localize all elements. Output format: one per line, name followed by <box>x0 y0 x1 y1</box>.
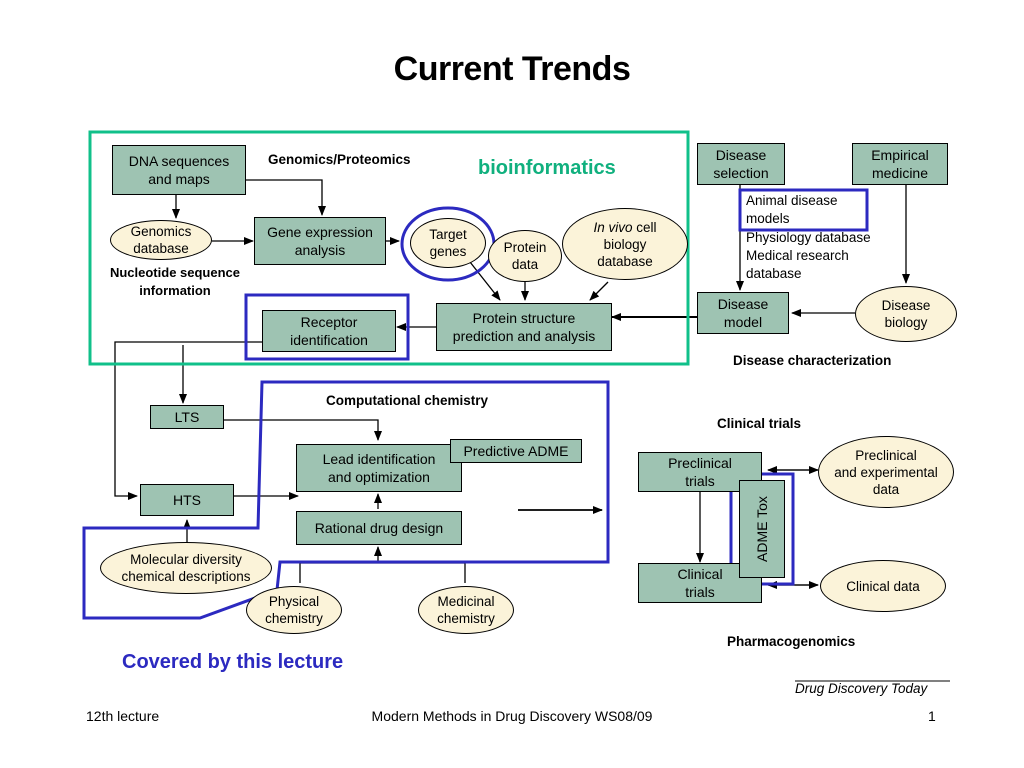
databases-text: Physiology database Medical research dat… <box>746 230 871 281</box>
heading-disease-characterization: Disease characterization <box>733 353 892 368</box>
molecular-diversity-ellipse: Molecular diversity chemical description… <box>100 542 272 594</box>
heading-genomics: Genomics/Proteomics <box>268 152 411 167</box>
heading-clinical-trials: Clinical trials <box>717 416 802 431</box>
physical-chemistry-ellipse: Physical chemistry <box>246 586 342 634</box>
empirical-medicine-box: Empirical medicine <box>852 143 948 185</box>
genomics-database-ellipse: Genomics database <box>110 220 212 260</box>
preclinical-trials-box: Preclinical trials <box>638 452 762 492</box>
adme-tox-label: ADME Tox <box>754 496 770 562</box>
covered-label: Covered by this lecture <box>122 651 344 673</box>
receptor-identification-box: Receptor identification <box>262 310 396 352</box>
disease-model-box: Disease model <box>697 292 789 334</box>
nucleotide-text: Nucleotide sequence information <box>109 265 241 298</box>
footer-page-number: 1 <box>928 708 936 724</box>
in-vivo-database-ellipse: In vivo cell biology database <box>562 208 688 280</box>
footer-course: Modern Methods in Drug Discovery WS08/09 <box>371 708 653 724</box>
disease-selection-box: Disease selection <box>697 143 785 185</box>
target-genes-ellipse: Target genes <box>410 218 486 268</box>
footer-lecture: 12th lecture <box>86 708 160 724</box>
disease-biology-ellipse: Disease biology <box>855 286 957 342</box>
heading-computational: Computational chemistry <box>326 393 489 408</box>
protein-structure-box: Protein structure prediction and analysi… <box>436 303 612 351</box>
rational-drug-design-box: Rational drug design <box>296 511 462 545</box>
protein-data-ellipse: Protein data <box>488 230 562 282</box>
lts-box: LTS <box>150 405 224 429</box>
page-title: Current Trends <box>393 50 631 88</box>
animal-models-text: Animal disease models <box>746 193 838 226</box>
lead-identification-box: Lead identification and optimization <box>296 444 462 492</box>
adme-tox-box: ADME Tox <box>739 480 785 578</box>
predictive-adme-box: Predictive ADME <box>450 439 582 463</box>
source-credit: Drug Discovery Today <box>795 681 928 696</box>
medicinal-chemistry-ellipse: Medicinal chemistry <box>418 586 514 634</box>
in-vivo-italic: In vivo <box>593 219 633 235</box>
in-vivo-rest: cell biology database <box>597 219 657 269</box>
hts-box: HTS <box>140 484 234 516</box>
clinical-data-ellipse: Clinical data <box>820 560 946 612</box>
gene-expression-box: Gene expression analysis <box>254 217 386 265</box>
dna-sequences-box: DNA sequences and maps <box>112 145 246 195</box>
bioinformatics-label: bioinformatics <box>478 157 616 179</box>
preclinical-data-ellipse: Preclinical and experimental data <box>818 436 954 508</box>
heading-pharmacogenomics: Pharmacogenomics <box>727 634 856 649</box>
